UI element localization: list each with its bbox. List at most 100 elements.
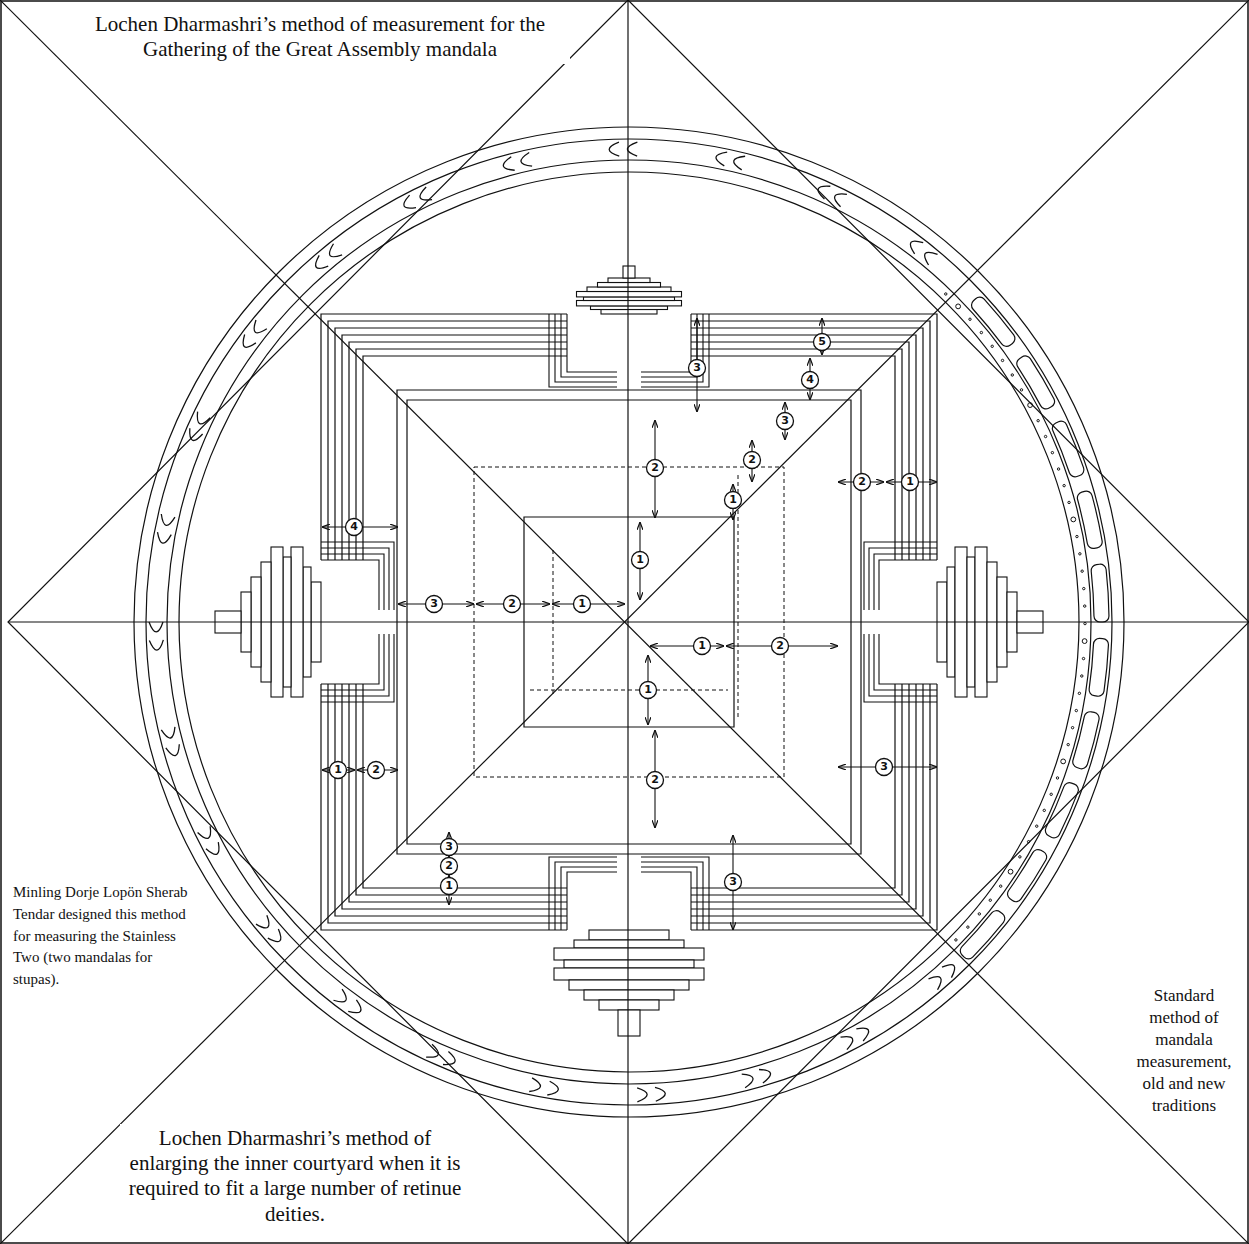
vajra-dot xyxy=(978,913,980,915)
gate-arch-tier xyxy=(574,940,684,948)
vajra-dot xyxy=(967,926,969,928)
gate-wall xyxy=(321,542,394,610)
vajra-dot xyxy=(1083,587,1085,589)
gate-arch-tier xyxy=(589,930,669,940)
dimension-lines xyxy=(322,318,937,930)
gate-wall xyxy=(561,867,617,930)
callout-circle xyxy=(441,839,458,856)
gate-wall xyxy=(864,542,937,610)
flame-mark xyxy=(158,532,172,543)
gate-arch-tier xyxy=(599,1000,659,1010)
gate-wall xyxy=(555,314,617,382)
gate-wall xyxy=(321,560,379,610)
callout-circle xyxy=(346,519,363,536)
callout-circle xyxy=(694,638,711,655)
vajra-dot xyxy=(945,293,947,295)
flame-mark xyxy=(503,157,514,171)
gate-wall xyxy=(561,314,617,377)
flame-mark xyxy=(256,915,269,928)
gate-arch-tier xyxy=(608,278,650,283)
callout-circle xyxy=(368,762,385,779)
flame-mark xyxy=(856,1028,868,1041)
callout-circle xyxy=(777,413,794,430)
flame-segment xyxy=(1089,638,1108,696)
flame-segment xyxy=(1017,356,1055,409)
flame-mark xyxy=(268,929,281,942)
flame-segment xyxy=(1008,850,1047,902)
gate-arch-tier xyxy=(577,292,682,297)
gate-wall xyxy=(321,548,389,610)
gate-wall xyxy=(879,560,937,610)
callout-number: 2 xyxy=(440,857,458,875)
gate-wall xyxy=(869,548,937,610)
vajra-dot xyxy=(1081,570,1083,572)
callout-number: 1 xyxy=(693,637,711,655)
gate-wall xyxy=(641,862,703,930)
callout-circle xyxy=(744,452,761,469)
callout-circle xyxy=(574,596,591,613)
flame-mark xyxy=(929,977,942,990)
gate xyxy=(549,266,709,387)
vajra-dot xyxy=(969,318,971,320)
flame-mark xyxy=(404,195,416,208)
callout-number: 1 xyxy=(901,473,919,491)
callout-number: 2 xyxy=(771,637,789,655)
flame-mark xyxy=(716,152,727,166)
callout-number: 2 xyxy=(853,473,871,491)
vajra-dot xyxy=(989,899,991,901)
callout-number: 3 xyxy=(440,838,458,856)
flame-mark xyxy=(925,252,938,265)
gate-arch-tier xyxy=(598,283,661,288)
gate-wall xyxy=(641,857,709,930)
callout-circle xyxy=(441,878,458,895)
vajra-dot xyxy=(1071,726,1073,728)
dimension-arrow xyxy=(650,645,724,646)
vajra-dot xyxy=(1008,869,1013,874)
callout-number: 1 xyxy=(639,681,657,699)
flame-mark xyxy=(206,842,219,854)
callout-circle xyxy=(689,360,706,377)
callout-circle xyxy=(876,759,893,776)
vajra-dot xyxy=(1076,535,1078,537)
callout-number: 3 xyxy=(776,412,794,430)
flame-mark xyxy=(149,640,163,650)
flame-segment xyxy=(1045,783,1078,838)
callout-number: 1 xyxy=(440,877,458,895)
callout-circle xyxy=(725,492,742,509)
gate-wall xyxy=(641,867,697,930)
callout-number: 1 xyxy=(724,491,742,509)
gate-wall xyxy=(321,634,379,684)
vajra-dot xyxy=(1079,553,1081,555)
gate-wall xyxy=(874,634,937,690)
gate-wall xyxy=(567,872,617,930)
dashed-guide xyxy=(530,690,728,691)
gate-wall xyxy=(641,314,691,372)
flame-mark xyxy=(243,334,256,347)
callout-circle xyxy=(647,772,664,789)
gate-opening xyxy=(567,311,691,361)
callout-number: 2 xyxy=(646,771,664,789)
gate-pole xyxy=(623,266,635,278)
vajra-dot xyxy=(1081,675,1083,677)
callout-circle xyxy=(772,638,789,655)
flame-mark xyxy=(841,1037,853,1050)
vajra-dot xyxy=(956,304,961,309)
vajra-dot xyxy=(1001,359,1003,361)
flame-mark xyxy=(348,1000,361,1013)
gate-wall xyxy=(864,634,937,702)
flame-mark xyxy=(942,965,955,978)
flame-mark xyxy=(254,320,267,333)
callout-circle xyxy=(330,762,347,779)
flame-mark xyxy=(637,1088,647,1102)
note-text: Standard method of mandala measurement, … xyxy=(1128,983,1240,1120)
vajra-dot xyxy=(1056,777,1058,779)
flame-mark xyxy=(443,1052,455,1065)
gate-arch-tier xyxy=(601,310,657,315)
flame-mark xyxy=(835,194,847,207)
vajra-dot xyxy=(1036,825,1038,827)
vajra-dot xyxy=(1051,451,1053,453)
vajra-dot xyxy=(1028,403,1033,408)
vajra-dot xyxy=(1037,419,1039,421)
gate-wall xyxy=(549,857,617,930)
